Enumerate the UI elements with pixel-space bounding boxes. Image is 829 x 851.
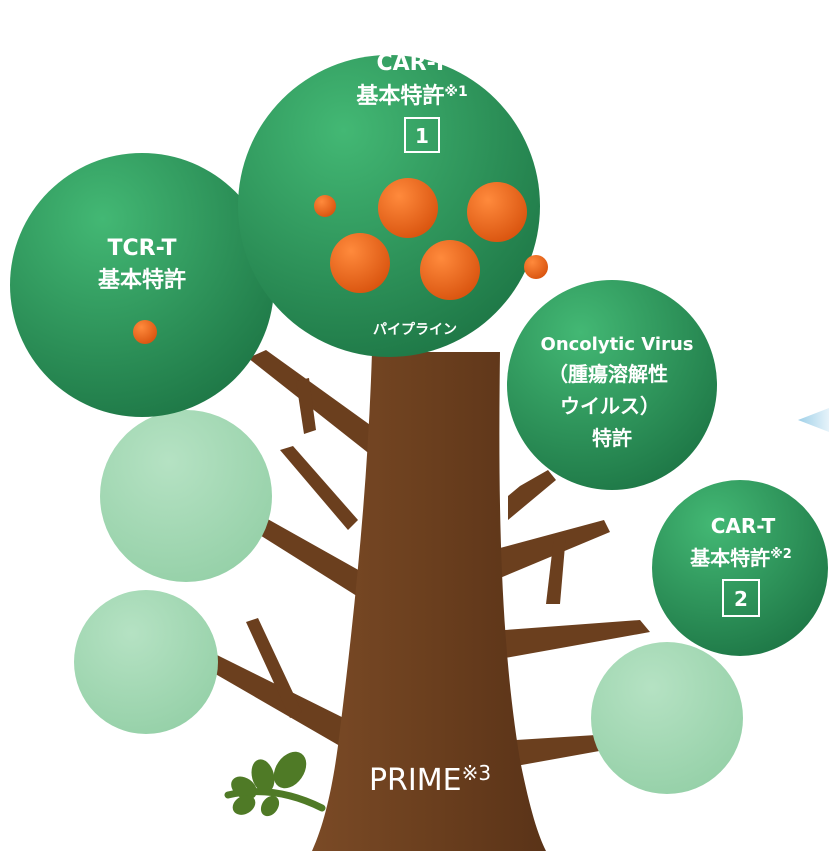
fruit [330,233,390,293]
canopy-circle [652,480,828,656]
pipeline-label: パイプライン [373,322,457,338]
fruit [524,255,548,279]
tree-trunk [312,352,546,851]
branch-upper-right [508,470,556,520]
branches [205,350,650,768]
sprout-leaf-icon [224,751,326,817]
fruit [467,182,527,242]
canopy-car-t-1: CAR-T 基本特許※1 1 パイプライン [238,51,548,357]
branch-mid-left [236,508,362,598]
car-t-1-subtitle-line: 基本特許※1 [356,83,467,109]
car-t-2-note-mark: ※2 [770,547,792,562]
fruit [378,178,438,238]
fruit [314,195,336,217]
canopy-circle [10,153,274,417]
fruit [420,240,480,300]
branch-lower-right [505,620,650,658]
canopy-tcr-t: TCR-T 基本特許 [10,153,274,417]
tcr-t-title: TCR-T [108,236,177,261]
car-t-1-note-mark: ※1 [444,84,467,100]
fruit [133,320,157,344]
number-box-label: 1 [415,124,429,148]
arrow-hint-icon [798,408,829,432]
canopy-car-t-2: CAR-T 基本特許※2 2 [652,480,828,656]
pipeline-fruits [314,178,548,300]
branch-upper-left-twig [296,378,316,434]
branch-mid-right-twig [546,534,566,604]
oncolytic-line3: ウイルス） [560,394,660,418]
branch-lower-left-twig [246,618,302,718]
canopy-circle [507,280,717,490]
branch-bottom-right [516,734,616,766]
number-box [722,579,760,617]
number-box [404,117,440,153]
canopy-oncolytic-virus: Oncolytic Virus （腫瘍溶解性 ウイルス） 特許 [507,280,717,490]
car-t-2-subtitle: 基本特許 [690,546,770,570]
branch-upper-left [248,350,405,478]
trunk-note-mark: ※3 [462,761,491,785]
car-t-1-title: CAR-T [376,51,447,76]
number-box-label: 2 [734,587,748,611]
empty-canopy-left-upper [100,410,272,582]
trunk-label-line: PRIME※3 [369,761,491,798]
tcr-t-subtitle: 基本特許 [98,267,186,293]
oncolytic-line2: （腫瘍溶解性 [548,362,668,386]
empty-canopy-right-lower [591,642,743,794]
empty-canopy-left-lower [74,590,218,734]
oncolytic-line1: Oncolytic Virus [541,334,694,355]
car-t-1-subtitle: 基本特許 [356,83,444,109]
branch-mid-left-twig [280,446,358,530]
trunk-label: PRIME [369,763,462,798]
car-t-2-title: CAR-T [711,514,776,538]
oncolytic-line4: 特許 [592,426,632,450]
car-t-2-subtitle-line: 基本特許※2 [690,546,792,570]
